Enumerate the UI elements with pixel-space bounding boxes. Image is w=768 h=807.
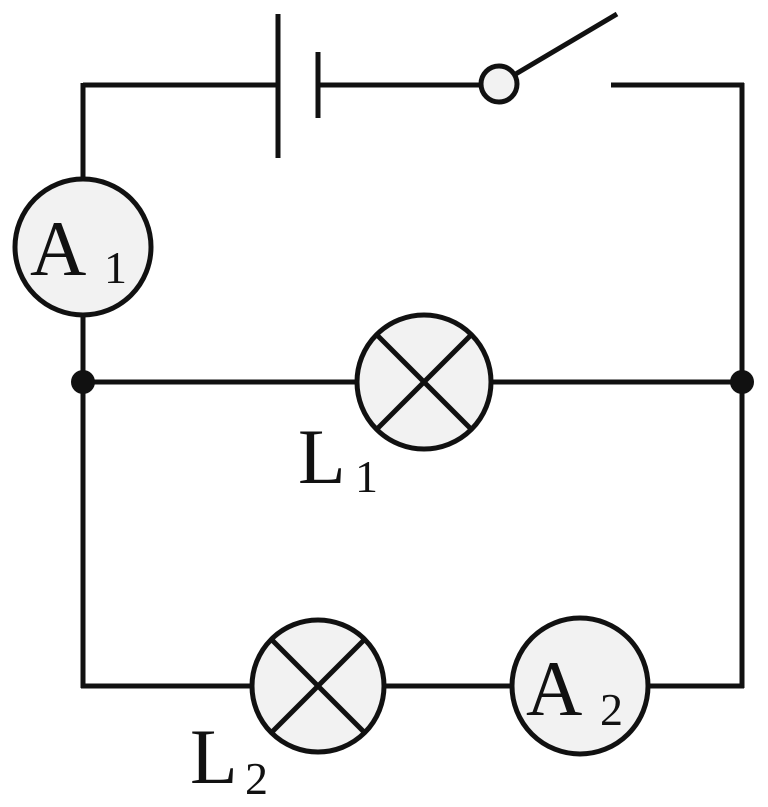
ammeter-a1-subscript: 1 [104, 242, 127, 293]
top-branch [80, 11, 745, 688]
ammeter-a2: A 2 [509, 615, 651, 757]
lamp-l2-subscript: 2 [245, 753, 268, 804]
ammeter-a1-symbol: A [30, 205, 86, 292]
lamp-l2-branch: A 2 L 2 [81, 615, 744, 804]
lamp-l1-symbol: L [298, 413, 346, 500]
lamp-l1-branch: L 1 [83, 312, 742, 502]
junction-left [71, 370, 95, 394]
junction-right [730, 370, 754, 394]
battery-icon [275, 14, 321, 158]
lamp-l1-icon [354, 312, 494, 452]
lamp-l2-symbol: L [190, 713, 238, 800]
ammeter-a1: A 1 [12, 176, 154, 318]
lamp-l1-subscript: 1 [355, 451, 378, 502]
ammeter-a2-symbol: A [526, 645, 582, 732]
switch-icon [478, 11, 619, 105]
lamp-l2-icon [249, 617, 387, 755]
ammeter-a2-subscript: 2 [600, 684, 623, 735]
